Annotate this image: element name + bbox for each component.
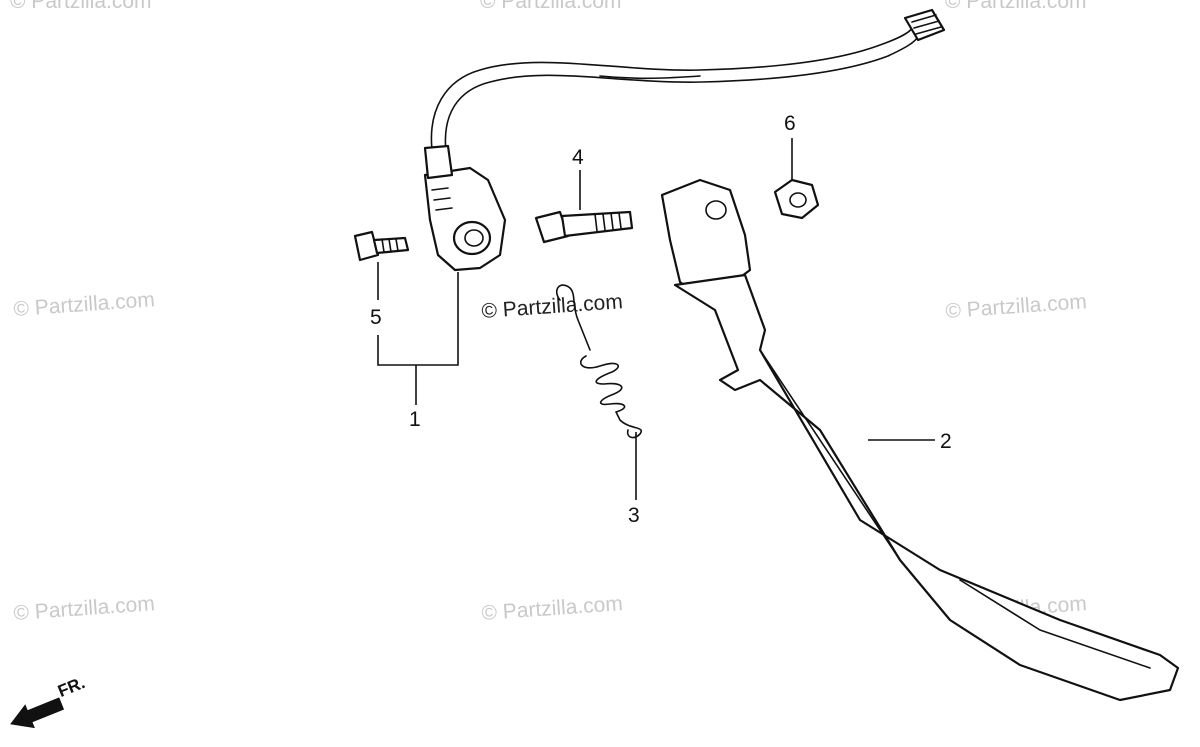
watermark-top-3: © Partzilla.com (945, 0, 1087, 13)
watermark-mid-center: © Partzilla.com (481, 290, 624, 323)
switch-body (423, 166, 507, 272)
front-arrow-icon (10, 697, 65, 729)
callout-3: 3 (628, 504, 640, 527)
part-6-nut (773, 178, 820, 220)
part-5-bolt (353, 230, 410, 262)
front-direction-indicator: FR. (10, 673, 88, 729)
watermark-mid-left: © Partzilla.com (13, 288, 156, 321)
watermark-mid-right: © Partzilla.com (945, 290, 1088, 323)
callout-6: 6 (784, 112, 796, 135)
callout-1: 1 (409, 408, 421, 431)
watermark-bottom-left: © Partzilla.com (13, 592, 156, 625)
watermark-top-2: © Partzilla.com (480, 0, 622, 13)
callout-5: 5 (370, 306, 382, 329)
watermark-top-1: © Partzilla.com (10, 0, 152, 13)
side-stand-switch-assembly (423, 8, 946, 272)
part-4-pivot-bolt (534, 210, 634, 244)
front-label: FR. (55, 673, 88, 701)
watermark-bottom-center: © Partzilla.com (481, 592, 624, 625)
watermarks: © Partzilla.com © Partzilla.com © Partzi… (10, 0, 1088, 625)
leader-lines (377, 138, 935, 500)
switch-wire (430, 27, 913, 151)
callout-2: 2 (940, 430, 952, 453)
switch-bore (452, 220, 492, 256)
callout-numbers: 1 2 3 4 5 6 (370, 112, 952, 527)
part-3-spring (555, 284, 643, 439)
callout-4: 4 (572, 146, 584, 169)
part-2-side-stand (660, 178, 1180, 702)
